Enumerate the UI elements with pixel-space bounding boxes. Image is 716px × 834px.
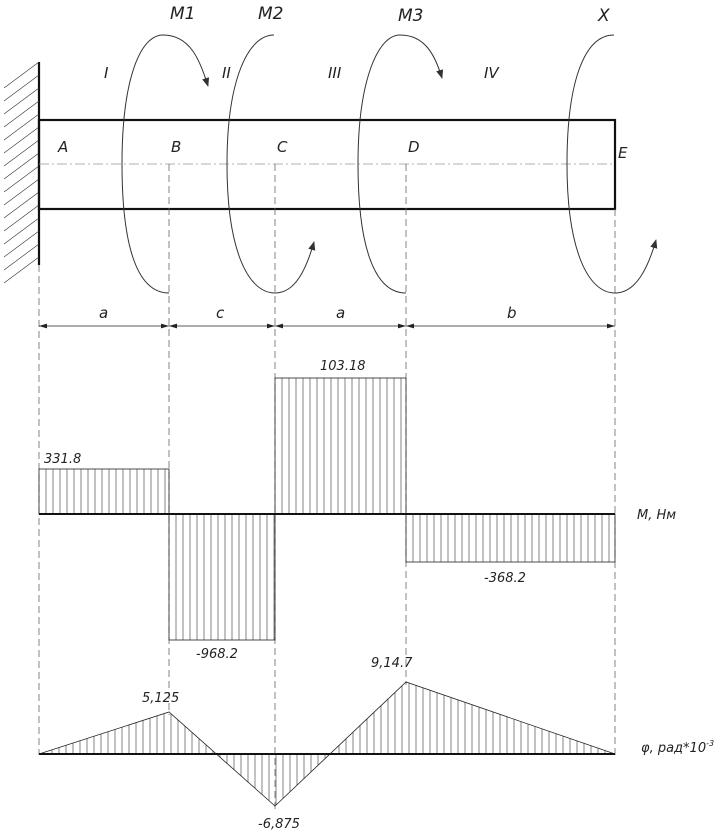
fixed-support xyxy=(3,61,41,284)
moment-arrow-m2 xyxy=(226,34,316,294)
dimension-label-a1: a xyxy=(99,304,108,322)
hatch-line xyxy=(3,61,40,89)
angle-value-label-b: 5,125 xyxy=(142,691,179,706)
hatch-line xyxy=(3,243,40,271)
projection-lines xyxy=(38,164,616,810)
hatch-line xyxy=(3,100,40,128)
torque-axis-label: M, Нм xyxy=(637,508,676,523)
moment-label-m3: M3 xyxy=(398,6,423,26)
hatch-line xyxy=(3,230,40,258)
point-label-c: C xyxy=(277,138,288,156)
angle-axis-label: φ, рад*10-3 xyxy=(641,739,714,756)
section-label-1: I xyxy=(104,64,109,82)
moment-label-x: X xyxy=(597,6,610,26)
angle-value-label-d: 9,14.7 xyxy=(371,656,413,671)
twist-angle-profile xyxy=(38,681,616,807)
torque-value-label-de: -368.2 xyxy=(484,571,526,586)
moment-arrow-m3 xyxy=(357,34,444,294)
torque-segment-bc xyxy=(168,513,276,641)
beam-body xyxy=(37,118,617,211)
torque-diagram: 331.8 -968.2 103.18 -368.2 M, Нм xyxy=(38,359,676,662)
twist-angle-diagram: 5,125 -6,875 9,14.7 φ, рад*10-3 xyxy=(38,656,714,832)
hatch-line xyxy=(3,204,40,232)
torque-value-label-cd: 103.18 xyxy=(320,359,366,374)
hatch-line xyxy=(3,217,40,245)
hatch-line xyxy=(3,256,40,284)
dimension-label-c: c xyxy=(216,304,225,322)
hatch-line xyxy=(3,191,40,219)
section-label-2: II xyxy=(222,64,231,82)
hatch-line xyxy=(3,152,40,180)
hatch-line xyxy=(3,178,40,206)
point-label-d: D xyxy=(408,138,420,156)
section-label-4: IV xyxy=(484,64,500,82)
hatch-line xyxy=(3,74,40,102)
point-label-b: B xyxy=(171,138,181,156)
moment-arrow-x xyxy=(566,34,658,294)
applied-moments: M1 M2 M3 X xyxy=(121,4,658,294)
hatch-line xyxy=(3,139,40,167)
hatch-line xyxy=(3,87,40,115)
point-labels: A B C D E xyxy=(57,138,628,162)
torque-value-label-ab: 331.8 xyxy=(44,452,81,467)
section-labels: I II III IV xyxy=(104,64,500,82)
moment-label-m2: M2 xyxy=(258,4,283,24)
hatch-line xyxy=(3,126,40,154)
hatch-line xyxy=(3,113,40,141)
torque-segment-de xyxy=(405,513,616,563)
dimension-lines: a c a b xyxy=(39,304,615,329)
torque-segment-cd xyxy=(274,377,407,515)
hatch-line xyxy=(3,165,40,193)
section-label-3: III xyxy=(328,64,342,82)
angle-value-label-c: -6,875 xyxy=(258,817,300,832)
point-label-e: E xyxy=(618,144,628,162)
moment-arrow-m1 xyxy=(121,34,210,294)
torque-segment-ab xyxy=(38,468,170,515)
dimension-label-b: b xyxy=(507,304,517,322)
point-label-a: A xyxy=(57,138,68,156)
dimension-label-a2: a xyxy=(336,304,345,322)
torque-value-label-bc: -968.2 xyxy=(196,647,238,662)
moment-label-m1: M1 xyxy=(170,4,195,24)
